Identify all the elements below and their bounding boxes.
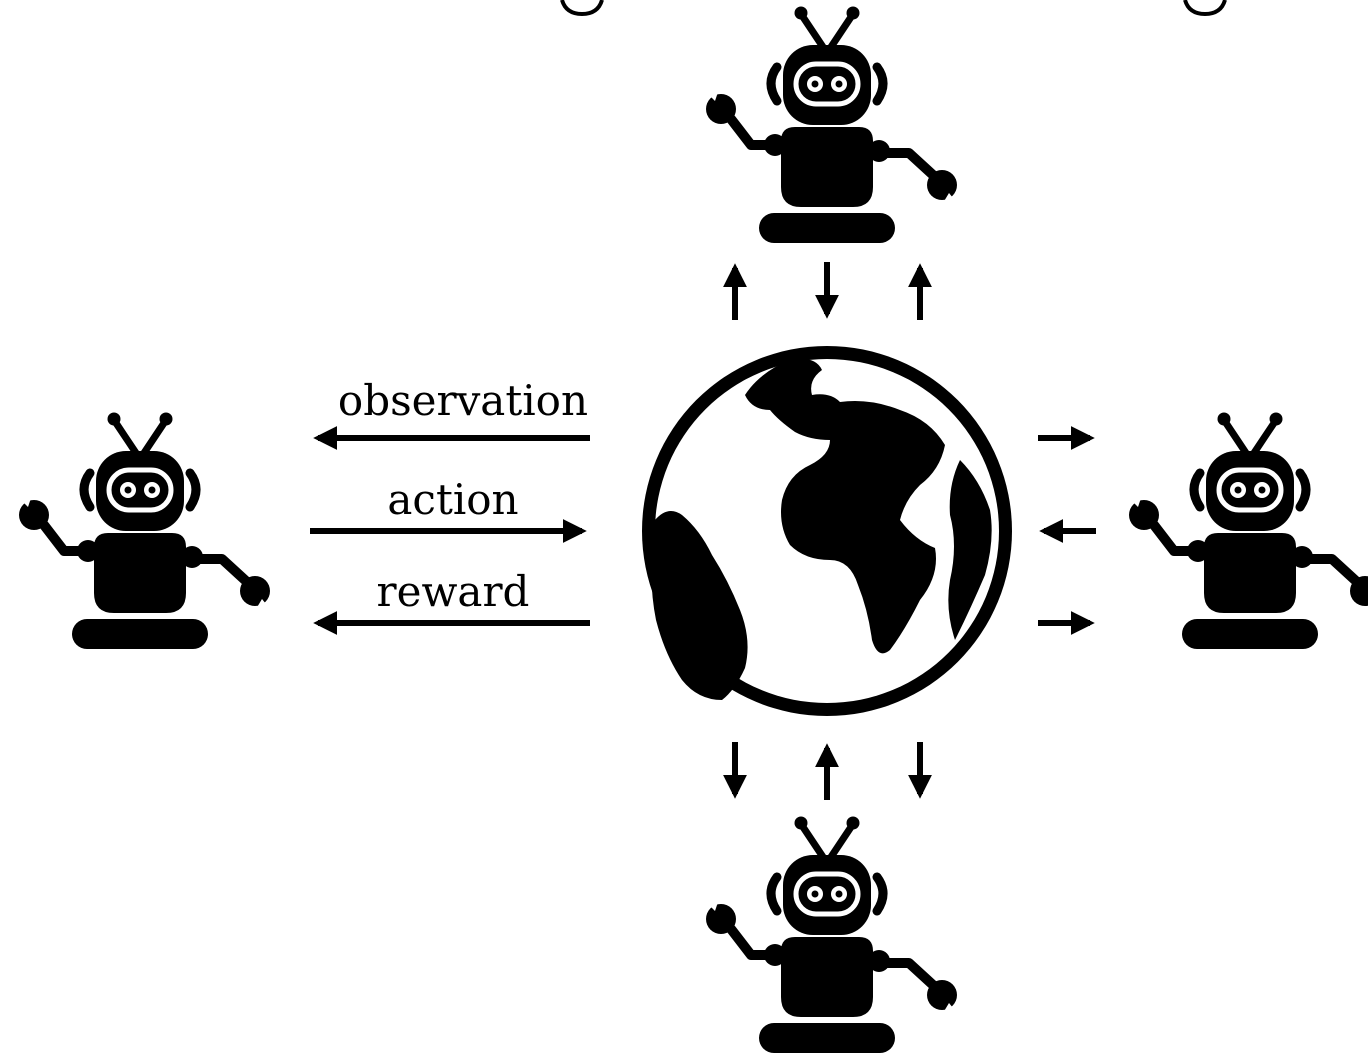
observation-label: observation [338, 376, 588, 425]
landmass-america [651, 511, 748, 700]
landmass-africa-eurasia [745, 358, 945, 654]
right-arrows [1038, 426, 1096, 635]
cropped-title-glyphs [560, 0, 1227, 17]
robot-icon [18, 413, 270, 650]
landmass-east [948, 460, 992, 640]
reward-label: reward [377, 567, 530, 616]
robot-icon [705, 7, 957, 244]
left-arrows [310, 426, 590, 635]
bottom-arrows [723, 742, 932, 800]
top-arrows [723, 262, 932, 320]
action-label: action [387, 475, 518, 524]
robot-icon [1128, 413, 1368, 650]
robot-icon [705, 817, 957, 1054]
globe-icon [642, 346, 1012, 716]
